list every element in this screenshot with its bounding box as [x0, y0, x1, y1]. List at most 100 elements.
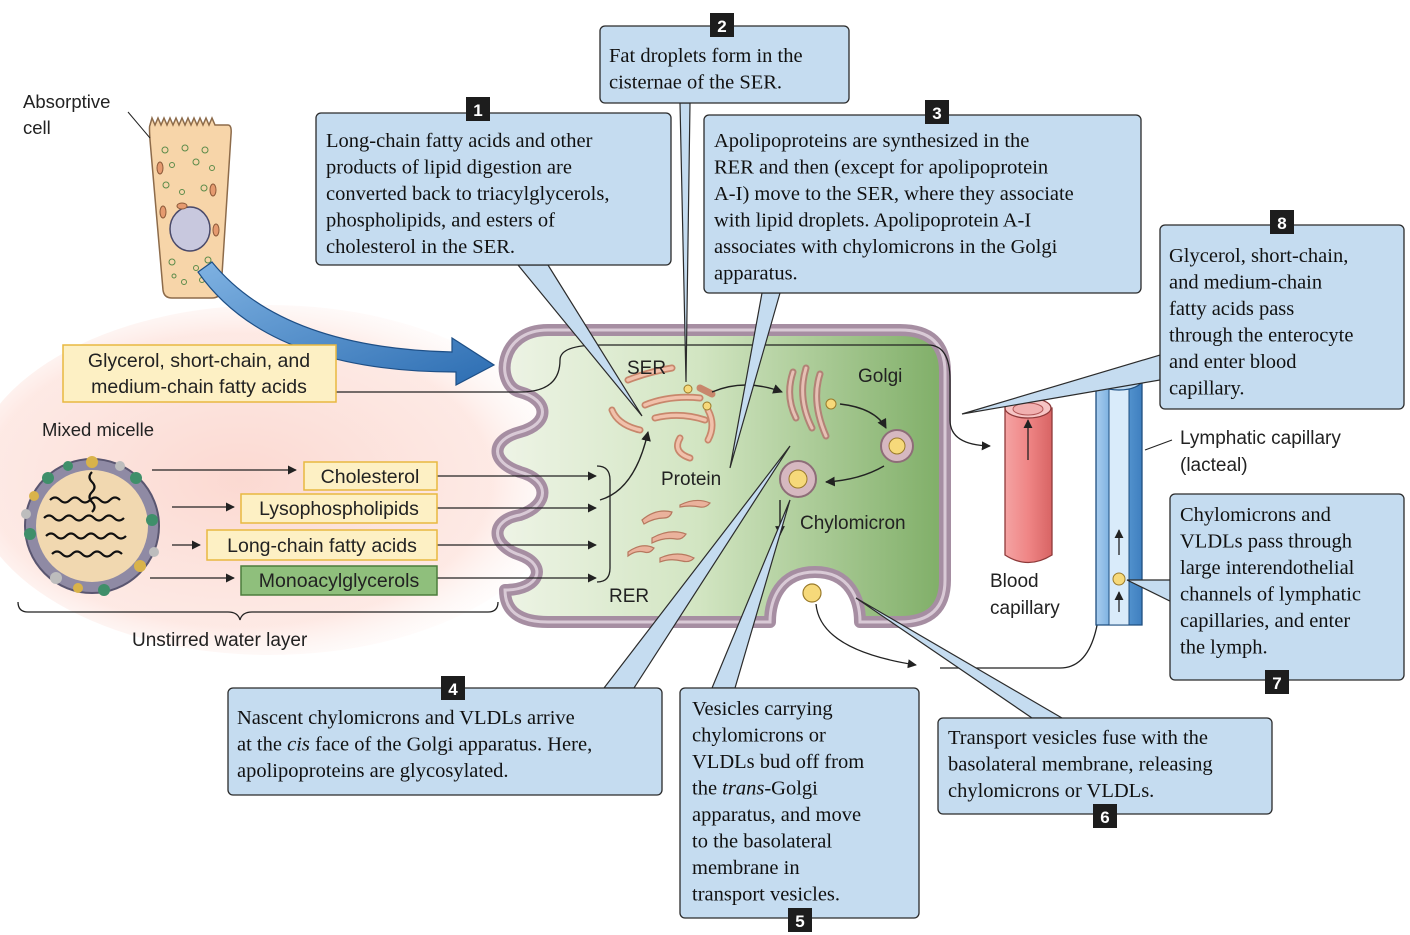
text-line: converted back to triacylglycerols,	[326, 183, 609, 205]
text-line: Absorptive	[23, 91, 110, 112]
step-badge-3: 3	[925, 100, 949, 124]
text-line: transport vesicles.	[692, 884, 840, 906]
step-badge-5: 5	[788, 908, 812, 932]
callout-pointers	[516, 102, 1179, 719]
big-blue-arrow	[197, 261, 496, 386]
cholesterol-box	[303, 461, 438, 491]
transport-vesicle	[880, 429, 914, 463]
text-line: to the basolateral	[692, 831, 832, 853]
text-line: and medium-chain	[1169, 272, 1322, 294]
text-line: basolateral membrane, releasing	[948, 754, 1213, 776]
absorptive-cell-organelles	[161, 144, 215, 285]
text-line: RER and then (except for apolipoprotein	[714, 157, 1048, 179]
lymphatic-capillary-label: Lymphatic capillary (lacteal)	[1180, 428, 1341, 476]
text-line: phospholipids, and esters of	[326, 210, 555, 232]
step-2-text: Fat droplets form in the cisternae of the…	[609, 45, 803, 94]
text-line: Glycerol, short-chain,	[1169, 245, 1348, 267]
text-line: cisternae of the SER.	[609, 72, 782, 94]
italic-term: cis	[287, 734, 310, 756]
text-line: capillary.	[1169, 378, 1245, 400]
text-line: cholesterol in the SER.	[326, 236, 515, 258]
number-badges: 1 2 3 4 5 6 7 8	[441, 13, 1294, 932]
text-line: VLDLs bud off from	[692, 751, 864, 773]
text-line: associates with chylomicrons in the Golg…	[714, 236, 1058, 258]
text-line: capillary	[990, 598, 1060, 619]
text-line: A-I) move to the SER, where they associa…	[714, 183, 1074, 205]
text-line: capillaries, and enter	[1180, 610, 1350, 632]
input-arrows	[437, 465, 611, 583]
smooth-endoplasmic-reticulum-fill	[610, 366, 714, 460]
step-number: 8	[1277, 214, 1286, 233]
italic-term: trans	[722, 778, 764, 800]
chylomicron-vesicle	[779, 460, 817, 498]
text-line: with lipid droplets. Apolipoprotein A-I	[714, 210, 1031, 232]
text-line: (lacteal)	[1180, 455, 1248, 476]
monoacylglycerols-label: Monoacylglycerols	[259, 570, 420, 592]
released-chylomicron	[802, 583, 822, 603]
text-line: VLDLs pass through	[1180, 531, 1352, 553]
text-line: and enter blood	[1169, 351, 1297, 373]
step-badge-8: 8	[1270, 210, 1294, 234]
text-line: apparatus, and move	[692, 804, 861, 826]
mixed-micelle-label: Mixed micelle	[42, 419, 154, 440]
step-number: 5	[795, 912, 804, 931]
mixed-micelle	[21, 456, 160, 596]
input-boxes	[62, 344, 438, 596]
step-number: 1	[473, 101, 482, 120]
step-badge-6: 6	[1093, 804, 1117, 828]
absorptive-cell-mitochondria	[156, 161, 220, 237]
text-line: medium-chain fatty acids	[91, 376, 307, 398]
step-number: 6	[1100, 808, 1109, 827]
text-line: membrane in	[692, 857, 800, 879]
lymphatic-capillary-leader	[1144, 439, 1173, 451]
chylomicron-label: Chylomicron	[800, 513, 906, 534]
cholesterol-label: Cholesterol	[321, 466, 420, 488]
golgi-cisternae-highlight	[788, 366, 828, 438]
text-line: products of lipid digestion are	[326, 157, 572, 179]
micelle-head-groups	[21, 456, 159, 596]
text-line: Vesicles carrying	[692, 698, 833, 720]
golgi-label: Golgi	[858, 366, 902, 387]
micelle-lipid-tails	[43, 471, 127, 558]
text-line: through the enterocyte	[1169, 325, 1353, 347]
lysophospholipids-label: Lysophospholipids	[259, 498, 419, 520]
text-line: the trans-Golgi	[692, 778, 818, 800]
step-badge-2: 2	[710, 13, 734, 37]
golgi-droplet	[825, 398, 837, 410]
micelle-output-arrows	[150, 465, 297, 583]
step-5-text: Vesicles carrying chylomicrons or VLDLs bu…	[692, 698, 864, 906]
text-line: channels of lymphatic	[1180, 584, 1361, 606]
lymphatic-capillary	[1095, 369, 1143, 626]
protein-label: Protein	[661, 469, 721, 490]
text-line: Nascent chylomicrons and VLDLs arrive	[237, 707, 575, 729]
lymph-path-continued	[940, 619, 1099, 669]
blood-capillary	[1004, 397, 1053, 564]
text-line: Blood	[990, 571, 1039, 592]
text-line: chylomicrons or VLDLs.	[948, 780, 1154, 802]
text-line: Fat droplets form in the	[609, 45, 803, 67]
rer-label: RER	[609, 586, 649, 607]
unstirred-water-layer-brace	[17, 601, 499, 621]
text-line: the lymph.	[1180, 637, 1268, 659]
text-line: at the cis face of the Golgi apparatus. …	[237, 734, 592, 756]
cell-membrane-inner-line	[496, 328, 947, 624]
long-chain-label: Long-chain fatty acids	[227, 535, 417, 557]
step-badge-7: 7	[1265, 670, 1289, 694]
monoacylglycerols-box	[240, 565, 438, 596]
absorptive-cell-nucleus	[169, 206, 211, 252]
absorptive-cell	[148, 115, 232, 299]
step-number: 4	[448, 680, 458, 699]
text-line: Lymphatic capillary	[1180, 428, 1341, 449]
step-number: 2	[717, 17, 726, 36]
ser-label: SER	[627, 358, 666, 379]
callout-boxes	[227, 25, 1405, 919]
step-badge-4: 4	[441, 676, 465, 700]
long-chain-box	[206, 529, 438, 561]
text-line: chylomicrons or	[692, 725, 826, 747]
step-number: 7	[1272, 674, 1281, 693]
